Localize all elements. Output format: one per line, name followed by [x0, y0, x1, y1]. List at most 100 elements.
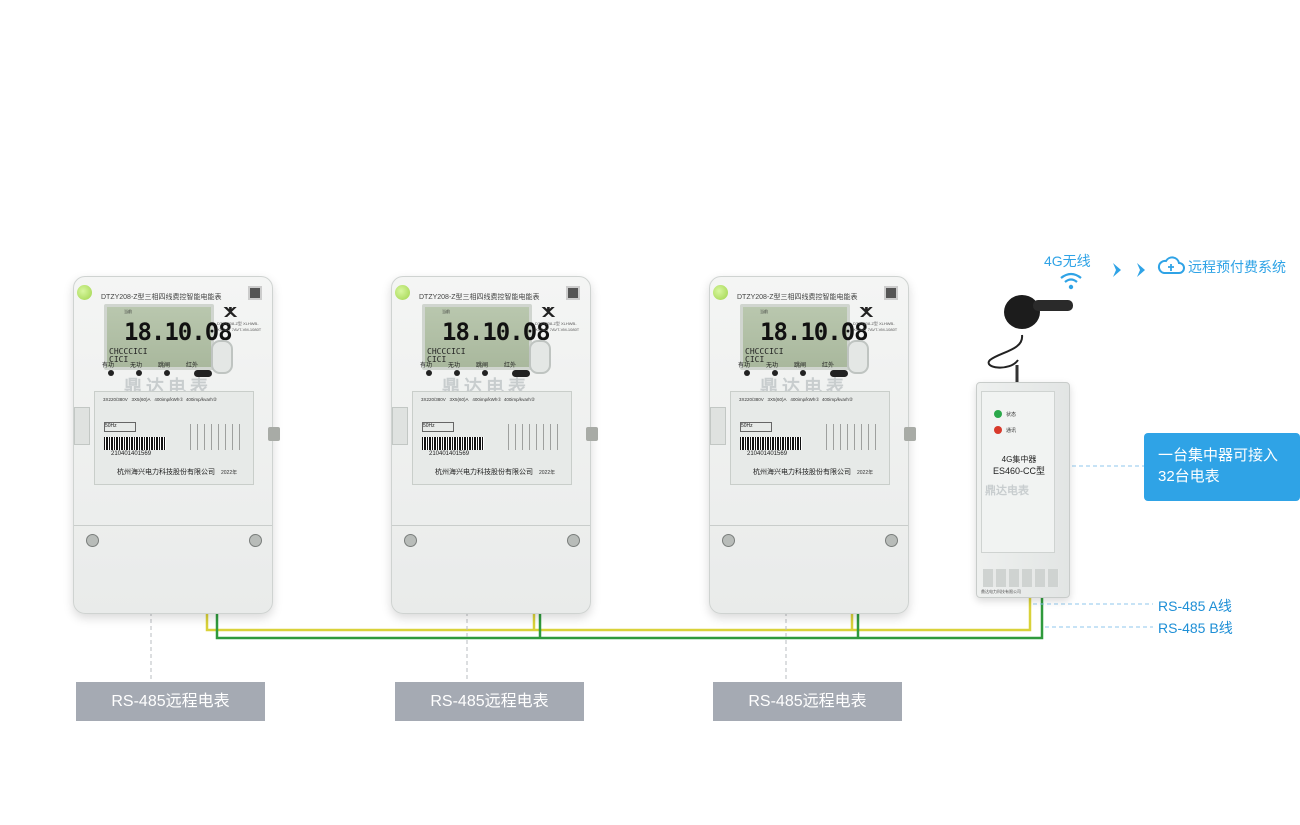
concentrator-footer: 鼎达电力科技有限公司	[981, 589, 1021, 594]
indicator-label: 无功	[130, 363, 143, 369]
year: 2022年	[539, 470, 556, 476]
lcd-label: 当前	[760, 309, 768, 314]
side-tab	[392, 407, 408, 445]
brand-logo: ⵅ	[224, 304, 237, 320]
indicator-label: 有功	[420, 363, 433, 369]
frequency-box: 50Hz	[740, 422, 772, 432]
indicator-label: 有功	[738, 363, 751, 369]
lcd-label: 当前	[124, 309, 132, 314]
concentrator-name: 4G集中器	[1001, 455, 1037, 464]
meter-model: DTZY208-Z型三相四线费控智能电能表	[737, 294, 858, 301]
serial-number: 210401401569	[747, 451, 788, 457]
spec-line: 3X220/380V 3X5(60)A 400imp/kWh① 400imp/k…	[421, 397, 535, 402]
seal-clip	[904, 427, 916, 441]
indicator-label: 红外	[504, 363, 517, 369]
indicator-led	[164, 370, 170, 376]
indicator-label: 有功	[102, 363, 115, 369]
barcode	[422, 437, 484, 450]
display-button	[830, 370, 848, 377]
certification-text: DTZY208-Z型 XLHWB-XX AAT 7AVT-VM-1080T	[217, 321, 262, 332]
indicator-row: 有功 无功 跳闸 红外	[420, 360, 550, 380]
side-tab	[710, 407, 726, 445]
rs485-b-wire	[215, 596, 1044, 640]
barcode	[740, 437, 802, 450]
side-tab	[74, 407, 90, 445]
indicator-label: 红外	[186, 363, 199, 369]
concentrator-model: ES460-CC型	[992, 466, 1046, 476]
indicator-led	[426, 370, 432, 376]
barcode	[104, 437, 166, 450]
screw-icon	[567, 534, 580, 547]
meter-label-3: RS-485远程电表	[713, 682, 902, 721]
year: 2022年	[221, 470, 238, 476]
indicator-led	[800, 370, 806, 376]
certification-text: DTZY208-Z型 XLHWB-XX AAT 7AVT-VM-1080T	[853, 321, 898, 332]
indicator-label: 无功	[448, 363, 461, 369]
optical-port	[211, 340, 233, 374]
display-button	[194, 370, 212, 377]
cover-divider	[392, 525, 590, 526]
chevron-right-icon	[1113, 263, 1145, 277]
cover-divider	[710, 525, 908, 526]
optical-port	[529, 340, 551, 374]
indicator-led	[744, 370, 750, 376]
indicator-row: 有功 无功 跳闸 红外	[102, 360, 232, 380]
screw-icon	[885, 534, 898, 547]
rs485-b-label: RS-485 B线	[1158, 620, 1233, 636]
indicator-label: 跳闸	[158, 363, 171, 369]
callout-line-2: 32台电表	[1158, 468, 1220, 485]
comm-led-label: 通讯	[1006, 428, 1017, 434]
status-led	[994, 410, 1002, 418]
serial-number: 210401401569	[111, 451, 152, 457]
screw-icon	[404, 534, 417, 547]
screw-icon	[86, 534, 99, 547]
wifi-icon	[1060, 272, 1082, 290]
meter-label-1: RS-485远程电表	[76, 682, 265, 721]
indicator-led	[482, 370, 488, 376]
meter-model: DTZY208-Z型三相四线费控智能电能表	[419, 294, 540, 301]
brand-logo: ⵅ	[542, 304, 555, 320]
nameplate: 3X220/380V 3X5(60)A 400imp/kWh① 400imp/k…	[730, 391, 890, 485]
seal-clip	[586, 427, 598, 441]
wireless-label: 4G无线	[1044, 253, 1091, 269]
indicator-label: 跳闸	[476, 363, 489, 369]
rs485-a-label: RS-485 A线	[1158, 598, 1232, 614]
manufacturer: 杭州海兴电力科技股份有限公司	[753, 469, 851, 476]
front-panel: 状态 通讯	[981, 391, 1055, 553]
indicator-led	[454, 370, 460, 376]
certification-text: DTZY208-Z型 XLHWB-XX AAT 7AVT-VM-1080T	[535, 321, 580, 332]
status-led	[77, 285, 92, 300]
status-led-label: 状态	[1006, 412, 1017, 418]
screw-icon	[722, 534, 735, 547]
nameplate: 3X220/380V 3X5(60)A 400imp/kWh① 400imp/k…	[94, 391, 254, 485]
manufacturer: 杭州海兴电力科技股份有限公司	[435, 469, 533, 476]
display-button	[512, 370, 530, 377]
lcd-label: 当前	[442, 309, 450, 314]
wiring-diagram	[508, 424, 563, 450]
wiring-diagram	[190, 424, 245, 450]
qr-code-icon	[884, 286, 898, 300]
qr-code-icon	[248, 286, 262, 300]
watermark: 鼎达电表	[985, 485, 1029, 497]
electric-meter-1: DTZY208-Z型三相四线费控智能电能表 当前 18.10.08 CHCCCI…	[73, 276, 280, 614]
indicator-led	[772, 370, 778, 376]
meter-label-2: RS-485远程电表	[395, 682, 584, 721]
indicator-label: 跳闸	[794, 363, 807, 369]
qr-code-icon	[566, 286, 580, 300]
indicator-led	[136, 370, 142, 376]
cloud-system-label: 远程预付费系统	[1188, 259, 1286, 275]
indicator-label: 无功	[766, 363, 779, 369]
indicator-led	[108, 370, 114, 376]
frequency-box: 50Hz	[104, 422, 136, 432]
terminal-block	[983, 569, 1059, 587]
capacity-callout: 一台集中器可接入 32台电表	[1144, 433, 1300, 501]
callout-line-1: 一台集中器可接入	[1158, 447, 1279, 464]
frequency-box: 50Hz	[422, 422, 454, 432]
manufacturer: 杭州海兴电力科技股份有限公司	[117, 469, 215, 476]
electric-meter-3: DTZY208-Z型三相四线费控智能电能表 当前 18.10.08 CHCCCI…	[709, 276, 916, 614]
